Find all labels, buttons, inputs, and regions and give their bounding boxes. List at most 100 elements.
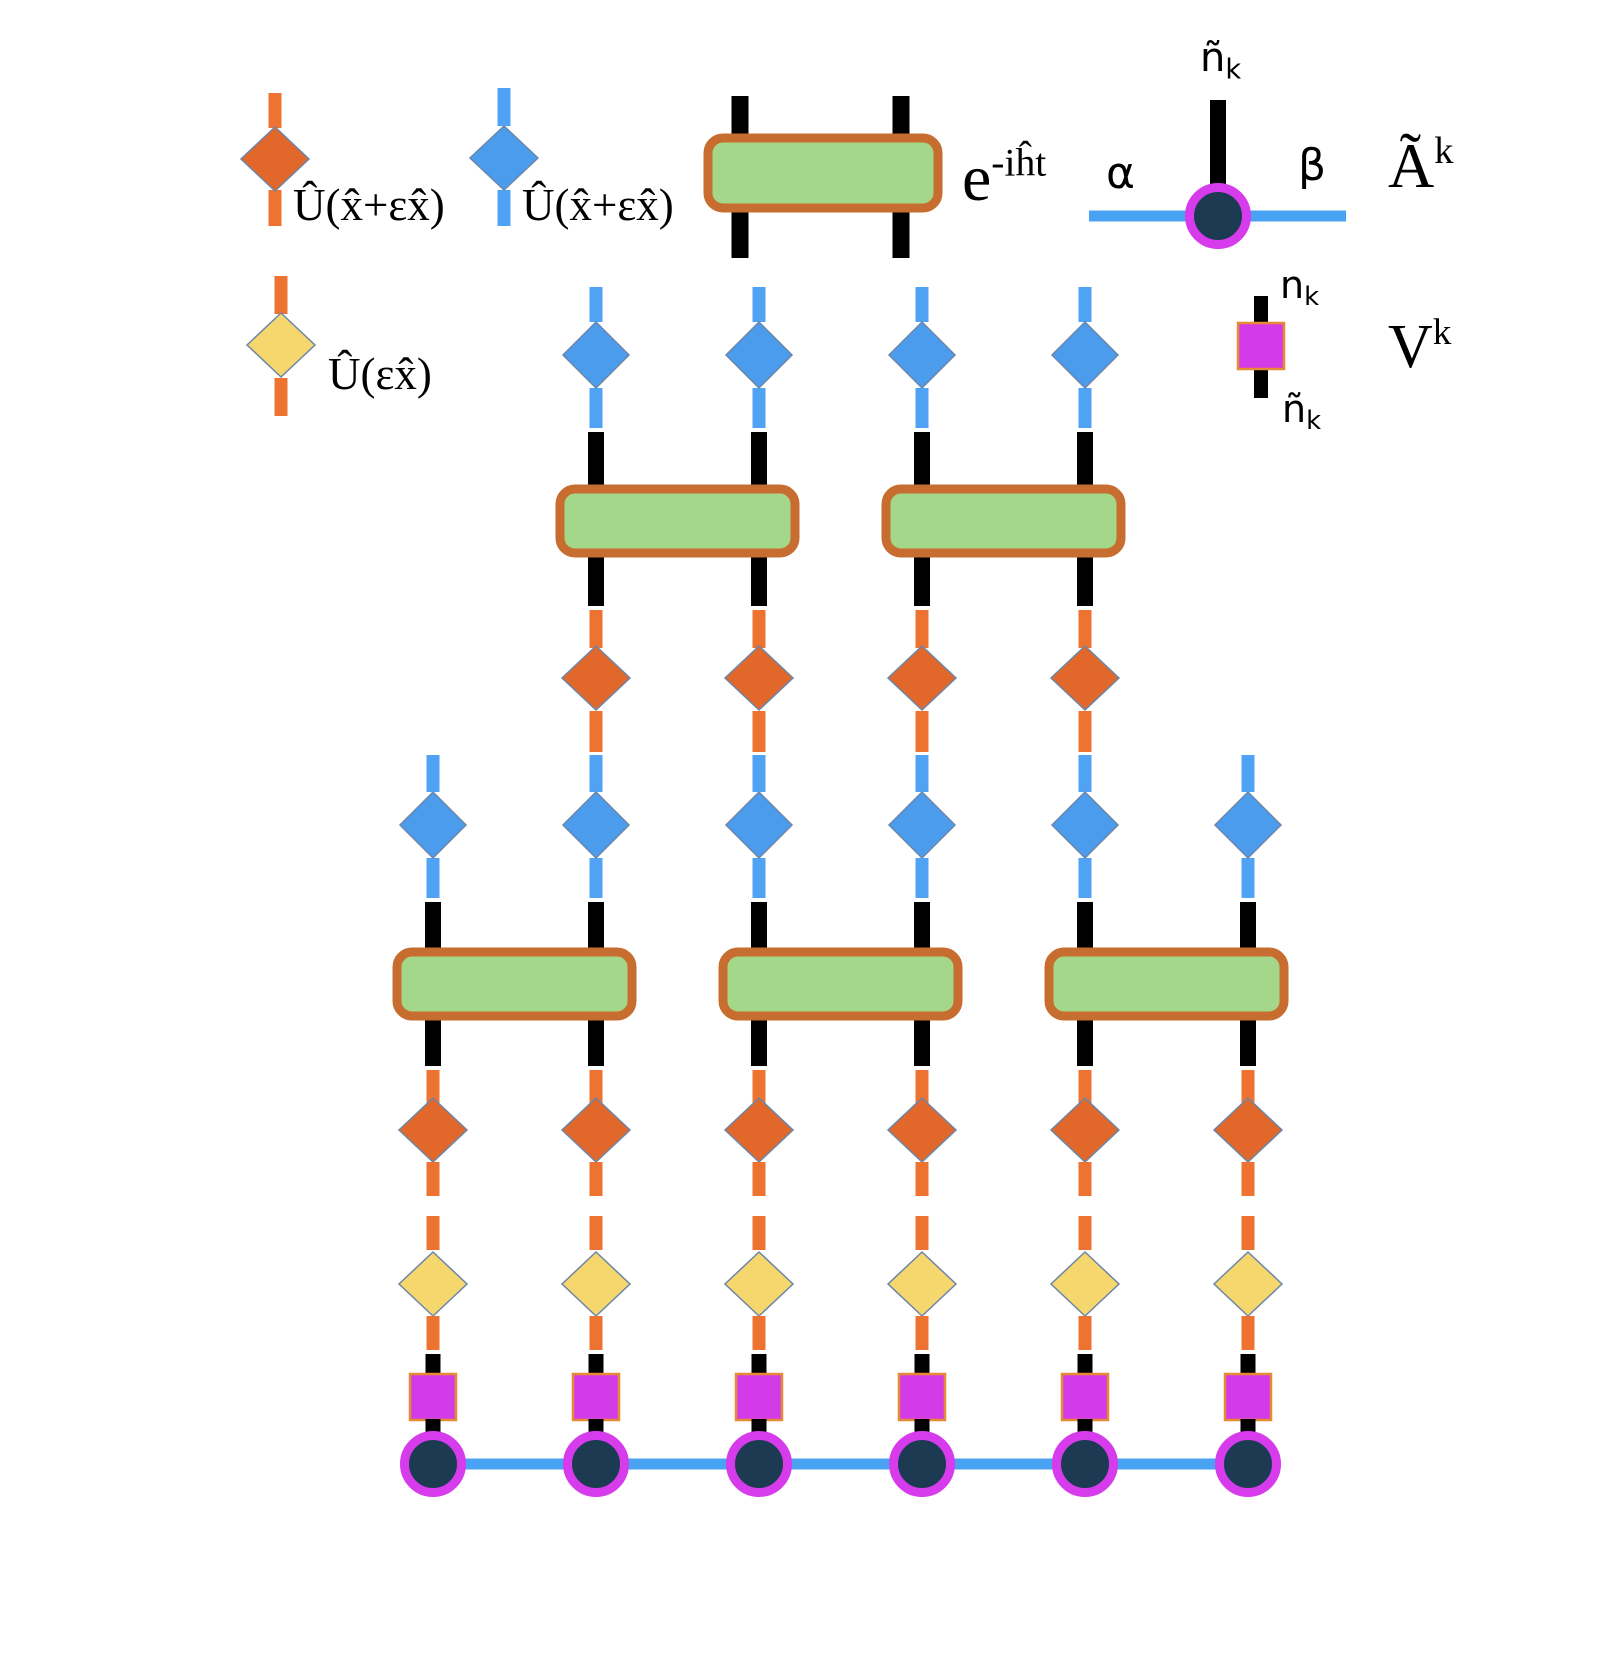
legend-isometry-leg — [1254, 366, 1268, 398]
blue-unitary-stick — [1241, 858, 1255, 898]
orange-unitary-diamond — [723, 1096, 795, 1164]
orange-unitary-stick — [589, 1316, 603, 1350]
trotter-gate — [1044, 947, 1289, 1021]
blue-unitary-diamond — [887, 790, 957, 860]
legend-mps-tensor-circle — [1185, 183, 1251, 249]
blue-unitary-diamond — [887, 320, 957, 390]
physical-leg — [425, 902, 441, 955]
blue-unitary-stick — [1241, 755, 1255, 792]
blue-unitary-stick — [915, 858, 929, 898]
blue-unitary-stick — [915, 287, 929, 322]
orange-unitary-diamond — [723, 644, 795, 712]
blue-unitary-stick — [589, 287, 603, 322]
orange-unitary-stick — [915, 1316, 929, 1350]
blue-unitary-stick — [752, 755, 766, 792]
orange-unitary-stick — [752, 1216, 766, 1250]
orange-unitary-stick — [1078, 1070, 1092, 1108]
epsilon-unitary-diamond — [723, 1250, 795, 1318]
physical-leg — [588, 550, 604, 606]
blue-unitary-stick — [915, 755, 929, 792]
epsilon-unitary-diamond — [886, 1250, 958, 1318]
legend-orange-unitary-diamond — [239, 125, 311, 193]
orange-unitary-stick — [1078, 1216, 1092, 1250]
physical-leg — [588, 432, 604, 492]
blue-unitary-stick — [1078, 287, 1092, 322]
mps-top-index-sub: k — [1225, 54, 1242, 86]
isometry-bottom-index-base: ñ — [1282, 387, 1307, 431]
isometry-top-index-base: n — [1280, 263, 1305, 307]
legend-blue-unitary-diamond — [468, 124, 540, 192]
blue-unitary-diamond — [1050, 320, 1120, 390]
orange-unitary-diamond — [560, 644, 632, 712]
orange-unitary-diamond — [1212, 1096, 1284, 1164]
physical-leg — [588, 902, 604, 955]
physical-leg — [751, 432, 767, 492]
blue-unitary-stick — [752, 388, 766, 428]
physical-leg — [914, 902, 930, 955]
blue-unitary-stick — [1078, 858, 1092, 898]
blue-unitary-stick — [426, 858, 440, 898]
orange-unitary-stick — [426, 1070, 440, 1108]
isometry-square — [734, 1372, 784, 1422]
orange-unitary-stick — [752, 1162, 766, 1196]
orange-unitary-diamond — [1049, 644, 1121, 712]
legend-gate-leg — [731, 208, 749, 258]
trotter-gate — [555, 484, 800, 558]
mps-tensor-circle — [1215, 1431, 1281, 1497]
blue-unitary-stick — [589, 755, 603, 792]
blue-unitary-diamond — [724, 790, 794, 860]
blue-unitary-stick — [1078, 755, 1092, 792]
physical-leg — [914, 550, 930, 606]
orange-unitary-stick — [915, 711, 929, 752]
mps-tensor-circle — [400, 1431, 466, 1497]
legend-epsilon-unitary-stick — [274, 276, 288, 314]
orange-unitary-diamond — [886, 1096, 958, 1164]
legend-trotter-gate — [703, 133, 943, 213]
blue-unitary-stick — [589, 388, 603, 428]
trotter-gate — [718, 947, 963, 1021]
isometry-leg — [751, 1354, 767, 1378]
legend-epsilon-unitary-diamond — [245, 311, 317, 379]
legend-orange-unitary-stick — [268, 190, 282, 226]
orange-unitary-stick — [1078, 1162, 1092, 1196]
legend-trotter-gate-label: e-iĥt — [962, 143, 1046, 212]
isometry-bottom-index-label: ñk — [1282, 387, 1321, 434]
legend-isometry-leg — [1254, 296, 1268, 326]
orange-unitary-stick — [589, 1070, 603, 1108]
legend-epsilon-unitary-label: Û(εx̂) — [328, 349, 432, 399]
epsilon-unitary-diamond — [397, 1250, 469, 1318]
mps-right-index-label: β — [1298, 140, 1327, 191]
legend-gate-leg — [731, 96, 749, 142]
mps-top-index-base: ñ — [1200, 35, 1226, 81]
orange-unitary-stick — [589, 1162, 603, 1196]
isometry-leg — [1240, 1354, 1256, 1378]
blue-unitary-diamond — [561, 790, 631, 860]
mps-label-base: Ã — [1388, 130, 1435, 201]
orange-unitary-stick — [1241, 1162, 1255, 1196]
isometry-top-index-label: nk — [1280, 263, 1319, 310]
orange-unitary-stick — [589, 711, 603, 752]
orange-unitary-stick — [1078, 610, 1092, 648]
gate-label-exponent: -iĥt — [991, 140, 1047, 185]
epsilon-unitary-diamond — [1049, 1250, 1121, 1318]
orange-unitary-diamond — [886, 644, 958, 712]
physical-leg — [1077, 1013, 1093, 1066]
legend-gate-leg — [892, 96, 910, 142]
legend-mps-tensor-label: Ãk — [1388, 132, 1453, 198]
mps-left-index-label: α — [1106, 148, 1136, 199]
legend-epsilon-unitary-stick — [274, 378, 288, 416]
physical-leg — [1240, 902, 1256, 955]
physical-leg — [1077, 902, 1093, 955]
orange-unitary-stick — [1078, 711, 1092, 752]
physical-leg — [588, 1013, 604, 1066]
physical-leg — [1077, 550, 1093, 606]
orange-unitary-stick — [1241, 1216, 1255, 1250]
legend-blue-unitary-stick — [497, 88, 511, 126]
orange-unitary-stick — [589, 610, 603, 648]
blue-unitary-stick — [589, 858, 603, 898]
orange-unitary-stick — [752, 610, 766, 648]
mps-tensor-circle — [726, 1431, 792, 1497]
legend-blue-unitary-stick — [497, 190, 511, 226]
orange-unitary-diamond — [1049, 1096, 1121, 1164]
mps-bond-line — [433, 1458, 1248, 1470]
